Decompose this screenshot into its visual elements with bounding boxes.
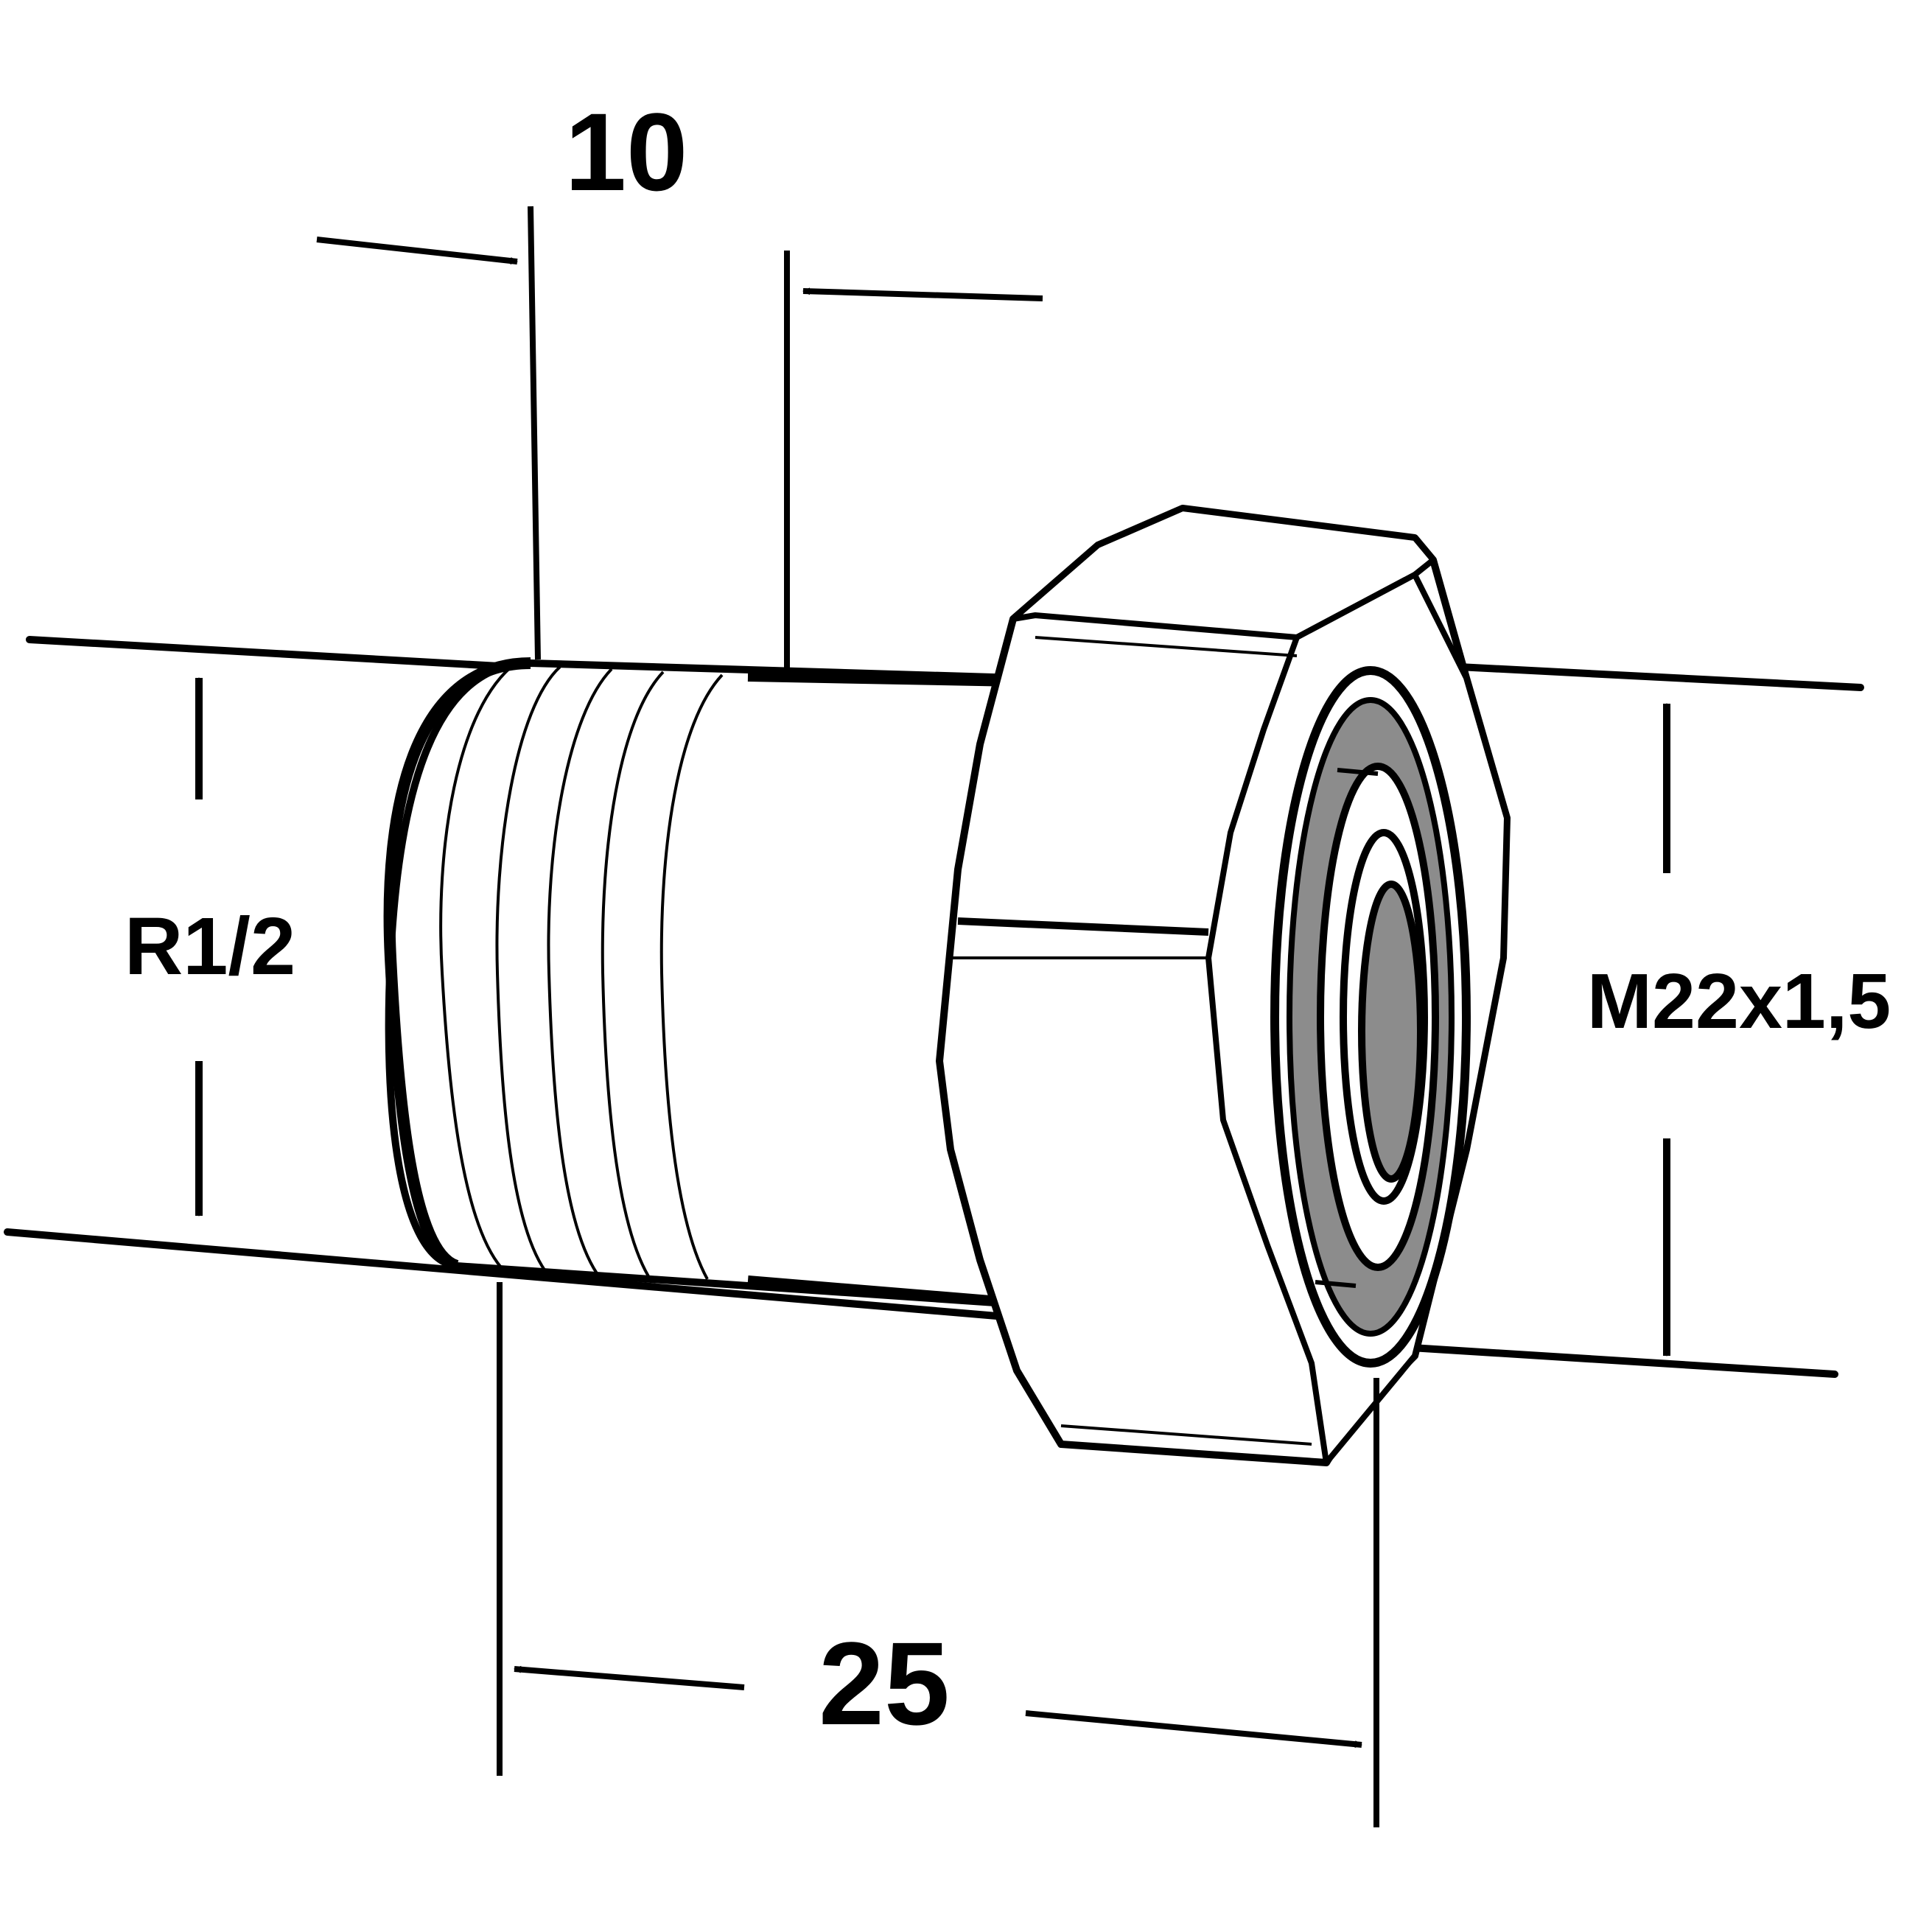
nut-flat-edge <box>957 917 1209 936</box>
sleeve-slot-edge <box>1315 1280 1357 1288</box>
dimension-bottom <box>497 1282 1379 1827</box>
nut-flat-edge <box>1035 614 1298 639</box>
nut-bore <box>1270 666 1471 1368</box>
top-arrow-right <box>802 287 1043 301</box>
threaded-body <box>383 657 1021 1309</box>
dimension-top <box>316 206 1043 676</box>
body-bottom-edge <box>747 1275 1018 1308</box>
thread-ring <box>659 673 724 1280</box>
body-top-edge <box>747 671 1018 687</box>
bottom-left-outline-line <box>4 1228 1035 1323</box>
thread-rings <box>439 662 724 1280</box>
dimension-label-right: M22x1,5 <box>1587 958 1891 1045</box>
dimension-label-bottom: 25 <box>819 1617 950 1749</box>
inner-opening <box>1358 881 1424 1183</box>
nut-flat-edge <box>1060 1424 1312 1446</box>
sleeve-slot-edge <box>1337 768 1379 776</box>
top-arrow-left <box>316 237 518 265</box>
thread-ring <box>601 671 665 1278</box>
dimension-label-left: R1/2 <box>125 901 295 992</box>
bottom-arrow-right <box>1025 1710 1362 1749</box>
top-right-outline-line <box>1455 663 1864 691</box>
body-shell <box>385 659 1021 1309</box>
body-front-edge <box>383 657 531 1272</box>
thread-ring <box>547 668 613 1275</box>
bottom-arrow-left <box>514 1665 745 1690</box>
bottom-right-outline-line <box>1396 1343 1838 1378</box>
thread-ring <box>439 662 517 1269</box>
dimension-label-top: 10 <box>565 90 688 214</box>
nut-flat-edge <box>1035 636 1298 657</box>
thread-ring <box>495 665 561 1273</box>
top-extension-line-left <box>528 206 541 660</box>
